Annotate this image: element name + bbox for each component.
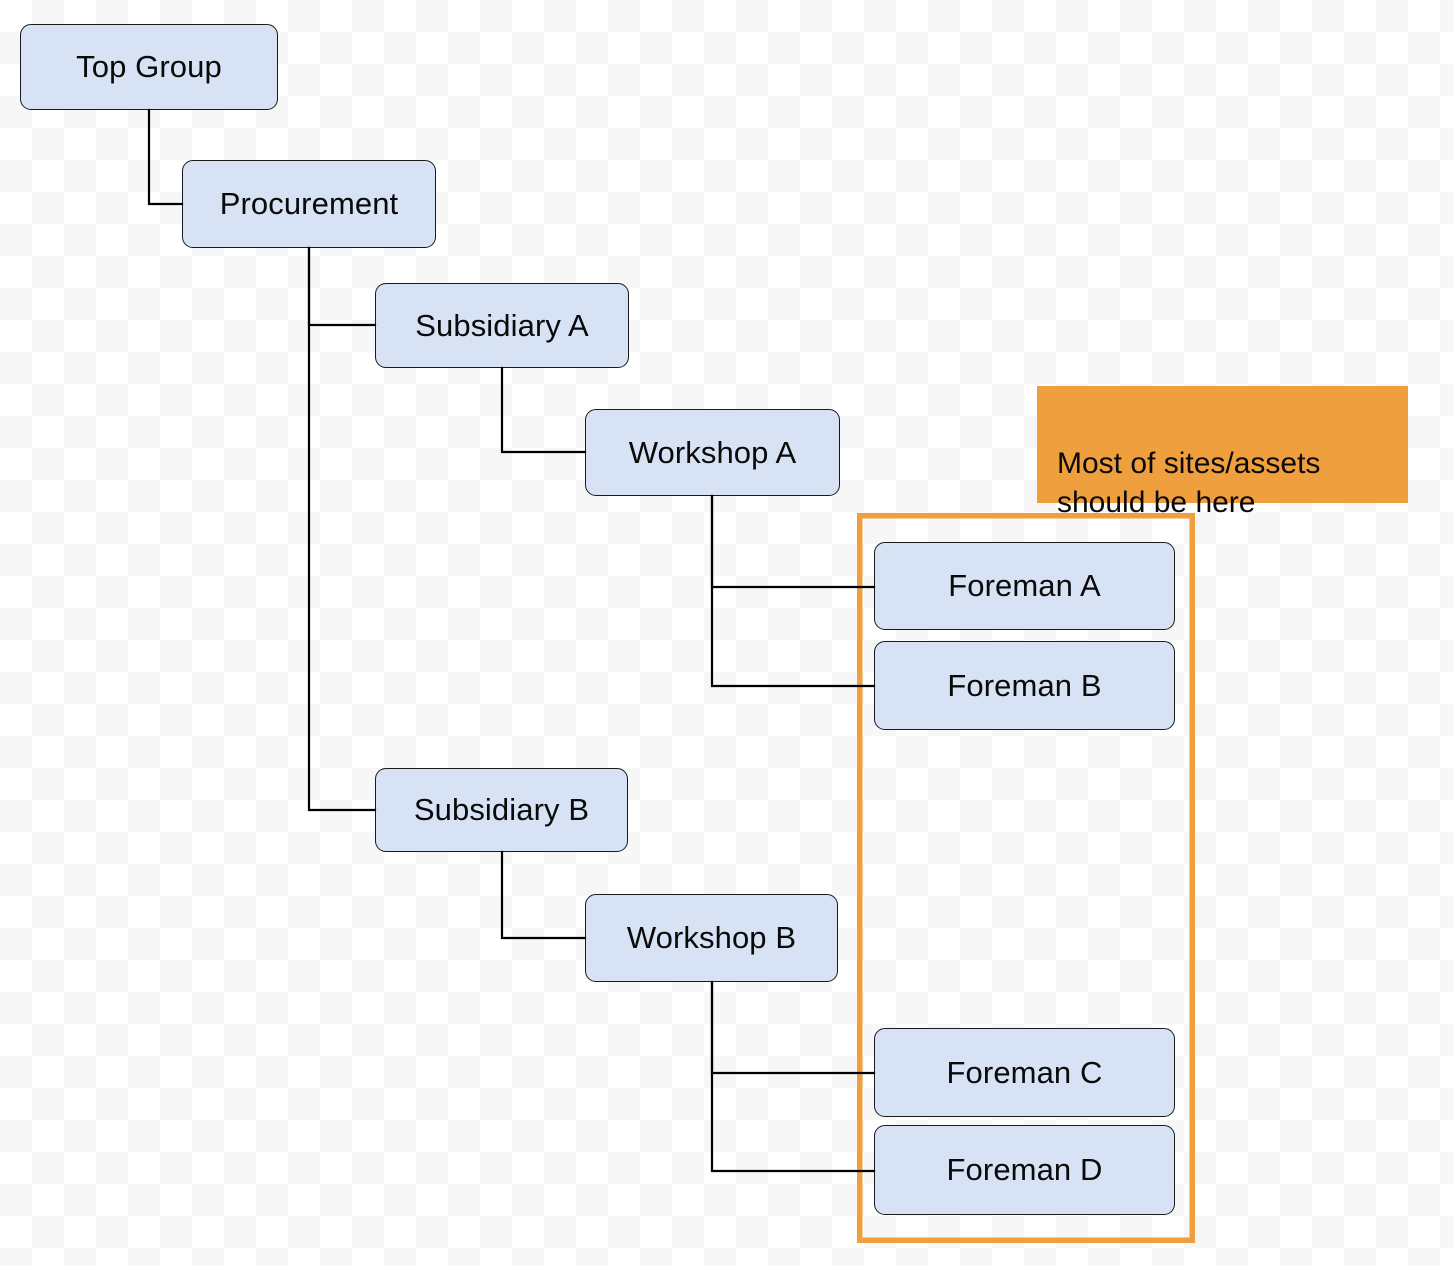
node-workshop-b[interactable]: Workshop B <box>585 894 838 982</box>
edge-procurement-subsidiary-a <box>307 246 377 327</box>
edge-procurement-subsidiary-b <box>307 246 377 812</box>
node-label: Top Group <box>76 49 222 85</box>
edge-workshop-a-foreman-a <box>710 494 876 589</box>
node-label: Foreman C <box>946 1054 1103 1090</box>
edge-workshop-b-foreman-c <box>710 980 876 1075</box>
node-foreman-a[interactable]: Foreman A <box>874 542 1175 630</box>
node-label: Foreman A <box>948 568 1101 604</box>
edge-top-group-procurement <box>147 108 184 206</box>
node-label: Workshop A <box>628 434 797 470</box>
edge-workshop-a-foreman-b <box>710 494 876 688</box>
node-label: Foreman B <box>947 667 1102 703</box>
node-foreman-d[interactable]: Foreman D <box>874 1125 1175 1215</box>
edge-subsidiary-a-workshop-a <box>500 366 587 454</box>
node-foreman-c[interactable]: Foreman C <box>874 1028 1175 1117</box>
edge-workshop-b-foreman-d <box>710 980 876 1173</box>
node-label: Foreman D <box>946 1152 1103 1188</box>
node-workshop-a[interactable]: Workshop A <box>585 409 840 496</box>
node-foreman-b[interactable]: Foreman B <box>874 641 1175 730</box>
edge-subsidiary-b-workshop-b <box>500 850 587 940</box>
sites-assets-callout: Most of sites/assets should be here <box>1037 386 1408 519</box>
foreman-highlight-region <box>857 513 1195 1243</box>
node-subsidiary-b[interactable]: Subsidiary B <box>375 768 628 852</box>
node-subsidiary-a[interactable]: Subsidiary A <box>375 283 629 368</box>
node-label: Workshop B <box>626 920 797 956</box>
callout-text: Most of sites/assets should be here <box>1057 446 1321 520</box>
node-label: Procurement <box>219 186 399 222</box>
node-label: Subsidiary A <box>415 307 589 343</box>
node-label: Subsidiary B <box>413 792 590 828</box>
